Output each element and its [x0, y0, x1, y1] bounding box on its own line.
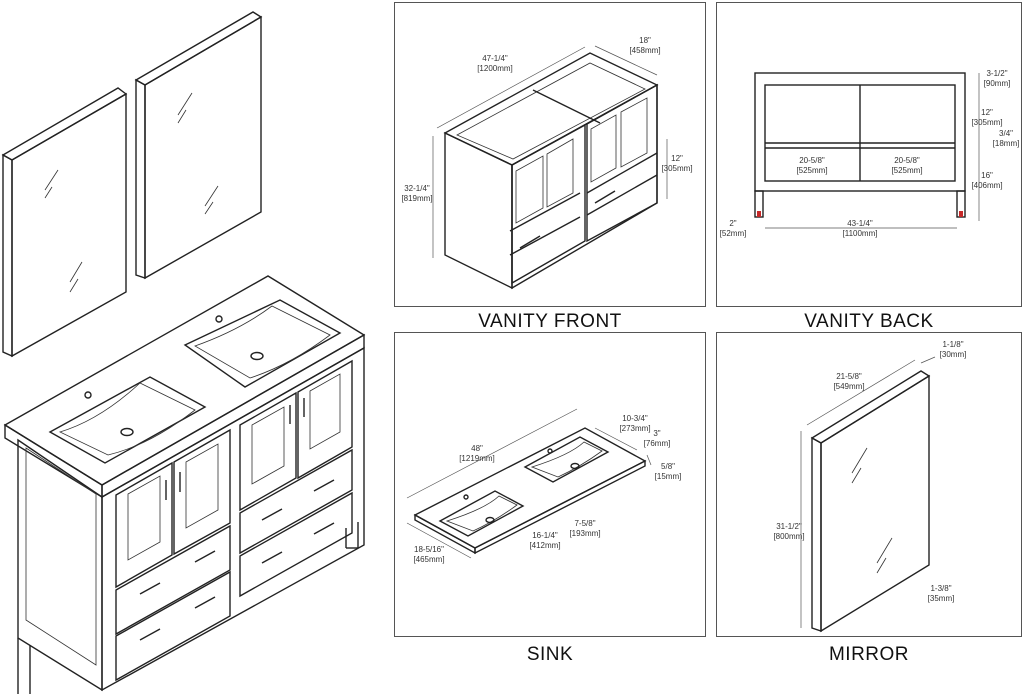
back-top-in: 3-1/2"	[986, 69, 1007, 78]
countertop-illustration	[3, 275, 366, 499]
back-shelf-mm: [18mm]	[993, 139, 1020, 148]
back-right-open-in: 20-5/8"	[894, 156, 920, 165]
panel-mirror: 1-1/8" [30mm] 21-5/8" [549mm] 31-1/2" [8…	[716, 332, 1022, 637]
sink-bowl-w-in: 10-3/4"	[622, 414, 648, 423]
front-door-in: 12"	[671, 154, 683, 163]
back-shelf-in: 3/4"	[999, 129, 1013, 138]
back-leg-in: 2"	[729, 219, 736, 228]
caption-vanity-front: VANITY FRONT	[478, 311, 622, 332]
front-width-in: 47-1/4"	[482, 54, 508, 63]
vanity-front-drawing: 47-1/4" [1200mm] 18" [458mm] 32-1/4" [81…	[401, 36, 693, 290]
sink-width-in: 48"	[471, 444, 483, 453]
mirror-left-illustration	[1, 87, 128, 358]
sink-bowl-l-in: 16-1/4"	[532, 531, 558, 540]
sink-width-mm: [1219mm]	[459, 454, 495, 463]
caption-vanity-back: VANITY BACK	[804, 311, 934, 332]
mirror-frame-in: 1-1/8"	[942, 340, 963, 349]
sink-thick-mm: [15mm]	[655, 472, 682, 481]
sink-depth-mm: [465mm]	[413, 555, 444, 564]
panel-vanity-front: 47-1/4" [1200mm] 18" [458mm] 32-1/4" [81…	[394, 2, 706, 307]
back-right-open-mm: [525mm]	[891, 166, 922, 175]
mirror-thick-in: 1-3/8"	[930, 584, 951, 593]
caption-mirror: MIRROR	[828, 644, 910, 665]
mirror-frame-mm: [30mm]	[940, 350, 967, 359]
sink-bowl-l-mm: [412mm]	[529, 541, 560, 550]
back-span-in: 43-1/4"	[847, 219, 873, 228]
mirror-right-illustration	[134, 11, 263, 280]
mirror-drawing: 1-1/8" [30mm] 21-5/8" [549mm] 31-1/2" [8…	[773, 340, 967, 633]
sink-bowl-d-in: 7-5/8"	[574, 519, 595, 528]
main-vanity-illustration	[1, 11, 366, 694]
mirror-width-mm: [549mm]	[833, 382, 864, 391]
back-left-open-in: 20-5/8"	[799, 156, 825, 165]
sink-edge-in: 3"	[653, 429, 660, 438]
back-open-mm: [305mm]	[971, 118, 1002, 127]
panel-vanity-back: 3-1/2" [90mm] 12" [305mm] 3/4" [18mm] 16…	[716, 2, 1022, 307]
front-depth-mm: [458mm]	[629, 46, 660, 55]
mirror-thick-mm: [35mm]	[928, 594, 955, 603]
back-open-in: 12"	[981, 108, 993, 117]
vanity-back-drawing: 3-1/2" [90mm] 12" [305mm] 3/4" [18mm] 16…	[720, 69, 1020, 238]
back-lower-mm: [406mm]	[971, 181, 1002, 190]
sink-drawing: 48" [1219mm] 10-3/4" [273mm] 3" [76mm] 5…	[406, 408, 682, 564]
panel-sink: 48" [1219mm] 10-3/4" [273mm] 3" [76mm] 5…	[394, 332, 706, 637]
front-door-mm: [305mm]	[661, 164, 692, 173]
sink-bowl-w-mm: [273mm]	[619, 424, 650, 433]
back-leg-mm: [52mm]	[720, 229, 747, 238]
cabinet-illustration	[17, 346, 365, 694]
front-height-in: 32-1/4"	[404, 184, 430, 193]
mirror-height-mm: [800mm]	[773, 532, 804, 541]
back-left-open-mm: [525mm]	[796, 166, 827, 175]
back-span-mm: [1100mm]	[843, 229, 878, 238]
sink-thick-in: 5/8"	[661, 462, 675, 471]
back-lower-in: 16"	[981, 171, 993, 180]
front-height-mm: [819mm]	[401, 194, 432, 203]
mirror-width-in: 21-5/8"	[836, 372, 862, 381]
mirror-height-in: 31-1/2"	[776, 522, 802, 531]
sink-bowl-d-mm: [193mm]	[569, 529, 600, 538]
front-width-mm: [1200mm]	[477, 64, 513, 73]
caption-sink: SINK	[526, 644, 574, 665]
back-top-mm: [90mm]	[984, 79, 1011, 88]
sink-depth-in: 18-5/16"	[414, 545, 444, 554]
front-depth-in: 18"	[639, 36, 651, 45]
sink-edge-mm: [76mm]	[644, 439, 671, 448]
